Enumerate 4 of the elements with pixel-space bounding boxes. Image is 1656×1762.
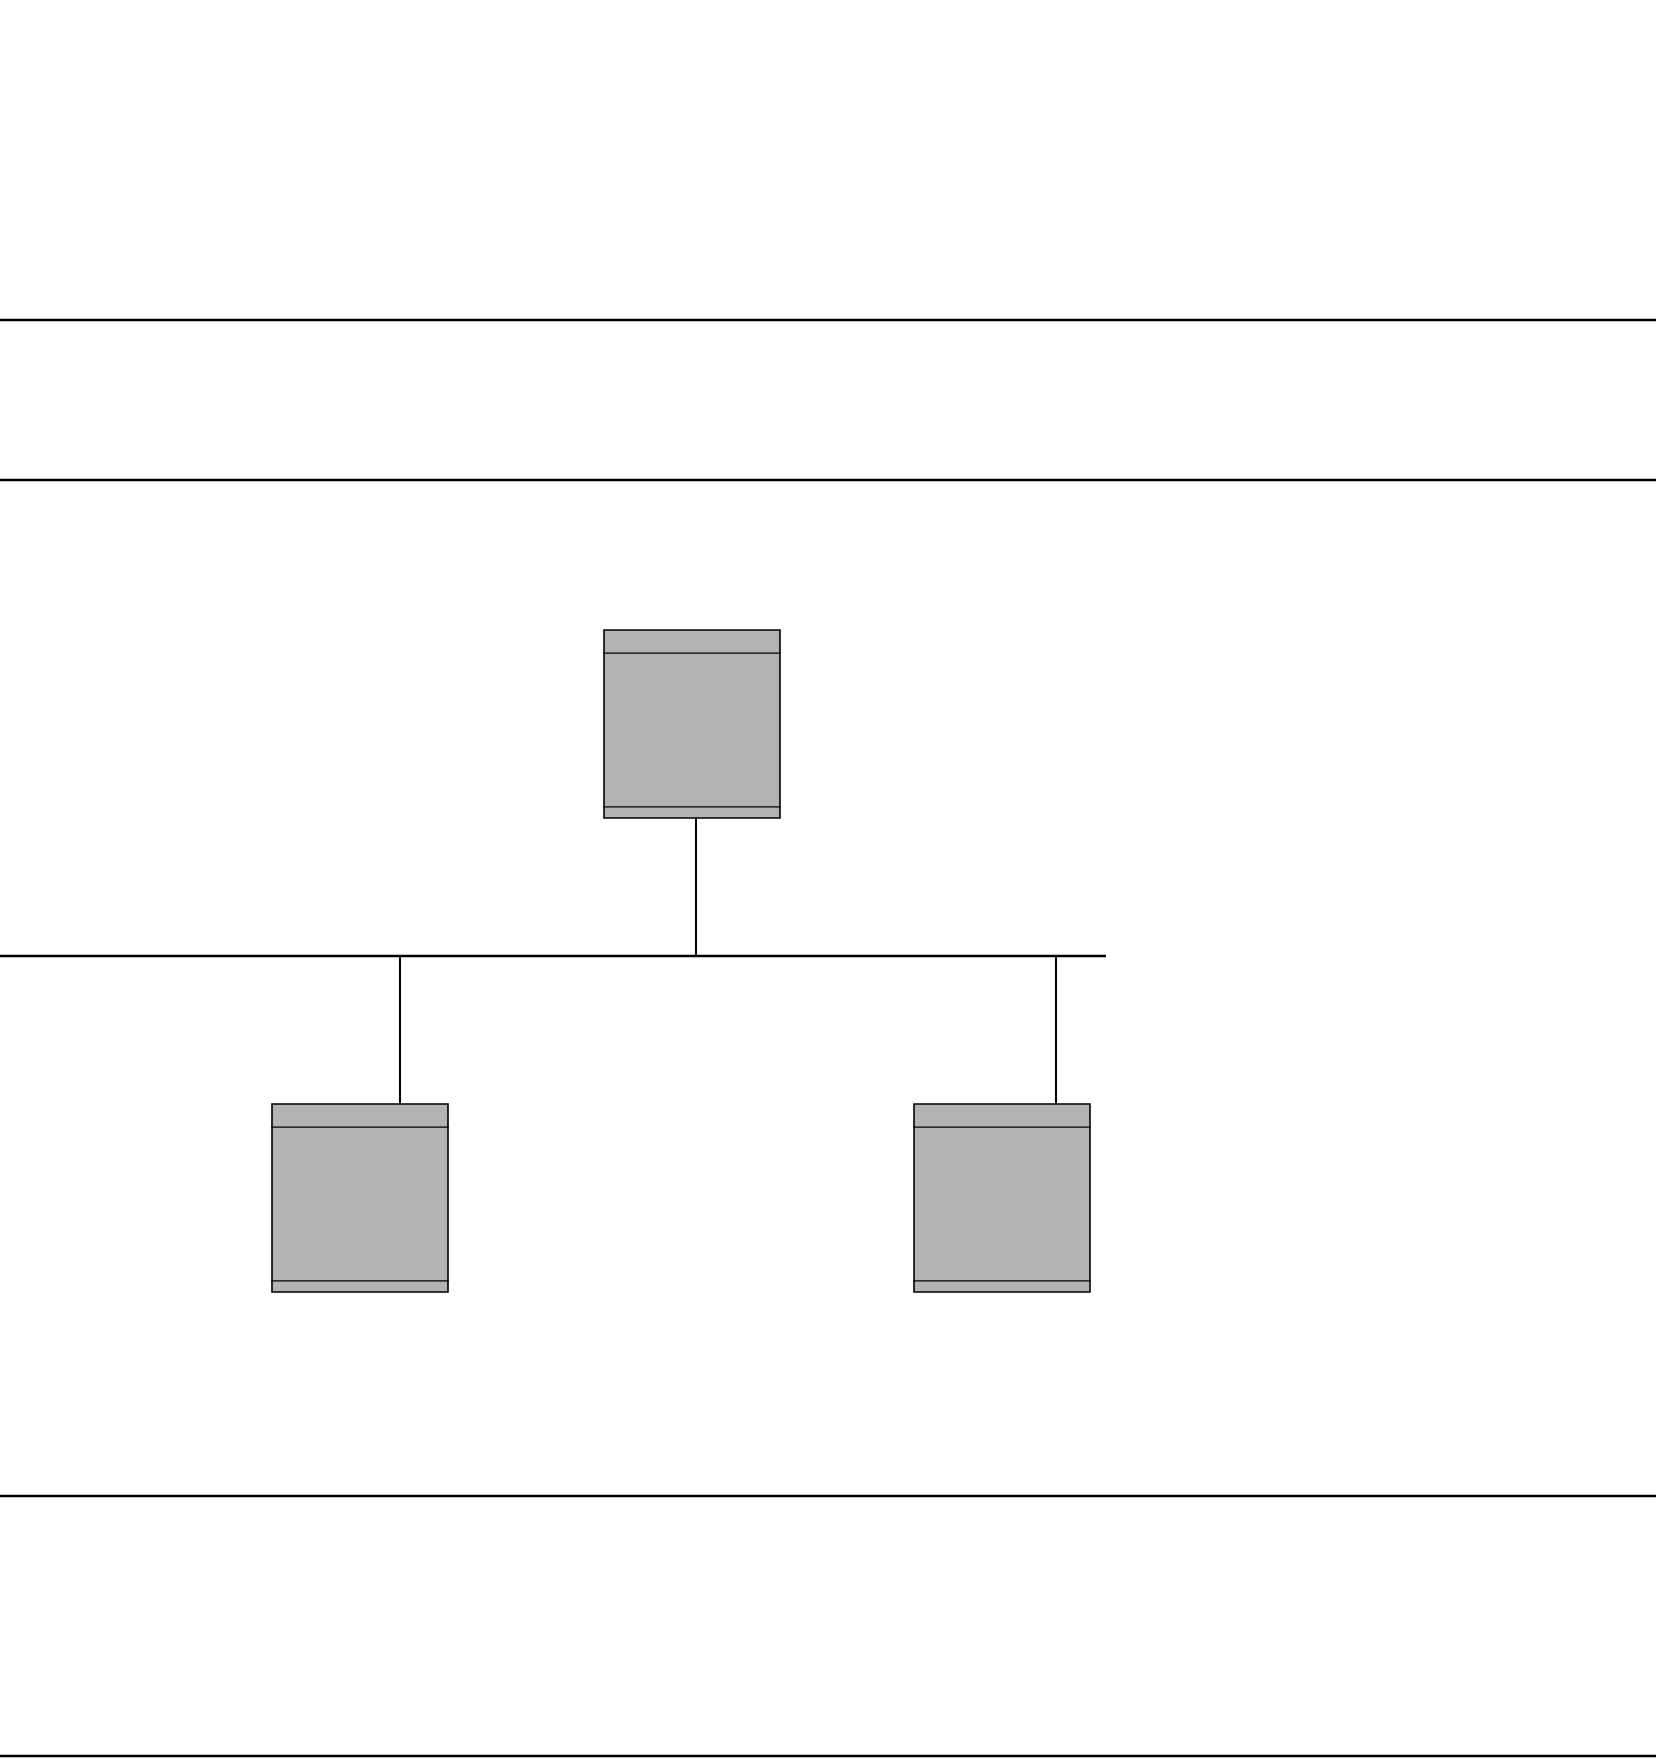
device-box (912, 1103, 1092, 1293)
device-box (602, 629, 782, 819)
connector-line (695, 817, 1057, 1105)
device-box (270, 1103, 450, 1293)
